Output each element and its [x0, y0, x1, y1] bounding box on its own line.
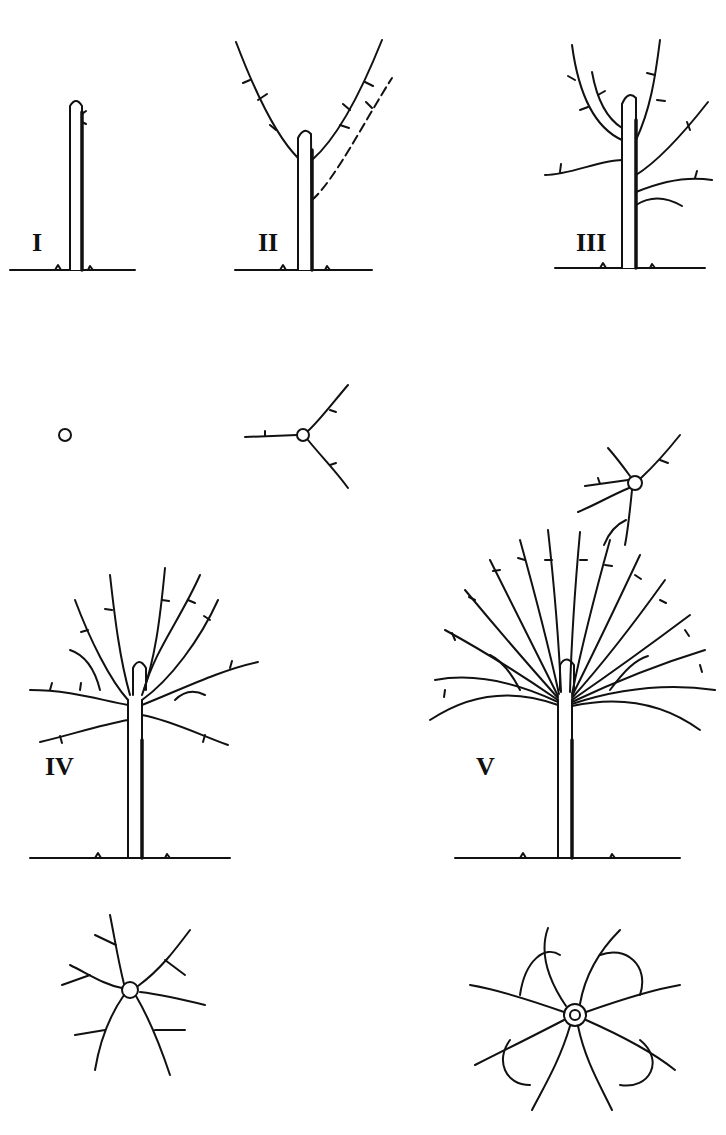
tree-side-view — [430, 530, 715, 858]
stage-numeral: III — [576, 230, 606, 256]
ground-line — [10, 263, 705, 858]
stage-numeral: I — [32, 230, 42, 256]
tree-top-view — [59, 385, 680, 1110]
stage-numeral: II — [258, 230, 278, 256]
stage-numeral: V — [476, 754, 495, 780]
stage-numeral: IV — [45, 754, 74, 780]
tree-side-view — [30, 568, 258, 858]
tree-side-view — [236, 40, 392, 270]
tree-side-view — [70, 101, 86, 270]
tree-side-view — [545, 40, 712, 268]
